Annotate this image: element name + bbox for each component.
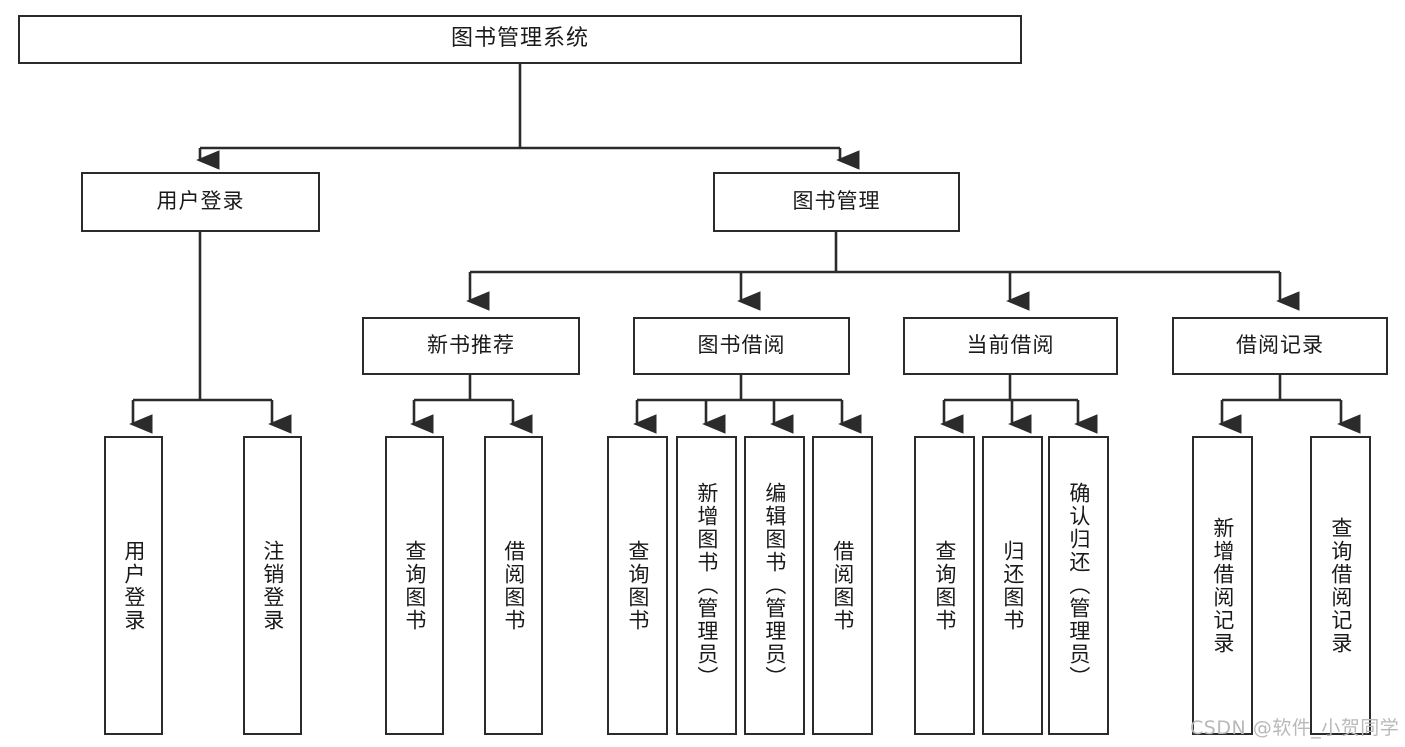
- node-user-login-label: 用户登录: [156, 189, 245, 214]
- node-book-management[interactable]: 图书管理: [713, 172, 960, 232]
- leaf-current-query-book[interactable]: 查询图书: [914, 436, 975, 735]
- leaf-label: 查询图书: [625, 539, 650, 632]
- leaf-label: 注销登录: [260, 539, 285, 632]
- leaf-label: 查询图书: [932, 539, 957, 632]
- leaf-record-add-record[interactable]: 新增借阅记录: [1192, 436, 1253, 735]
- leaf-label: 借阅图书: [501, 539, 526, 632]
- leaf-borrow-add-book-admin[interactable]: 新增图书（管理员）: [676, 436, 737, 735]
- leaf-label: 编辑图书（管理员）: [762, 482, 787, 689]
- node-book-borrow[interactable]: 图书借阅: [633, 317, 850, 375]
- leaf-label: 查询图书: [402, 539, 427, 632]
- leaf-label: 借阅图书: [830, 539, 855, 632]
- leaf-user-login-login[interactable]: 用户登录: [104, 436, 163, 735]
- leaf-label: 查询借阅记录: [1328, 516, 1353, 655]
- leaf-record-query-record[interactable]: 查询借阅记录: [1310, 436, 1371, 735]
- leaf-current-confirm-return-admin[interactable]: 确认归还（管理员）: [1048, 436, 1109, 735]
- leaf-current-return-book[interactable]: 归还图书: [982, 436, 1043, 735]
- leaf-label: 新增图书（管理员）: [694, 482, 719, 689]
- node-root-label: 图书管理系统: [450, 26, 589, 52]
- leaf-recommend-query-book[interactable]: 查询图书: [385, 436, 444, 735]
- node-new-book-recommend-label: 新书推荐: [427, 333, 515, 358]
- node-user-login[interactable]: 用户登录: [81, 172, 320, 232]
- leaf-label: 用户登录: [121, 539, 146, 632]
- node-book-management-label: 图书管理: [792, 189, 881, 214]
- node-new-book-recommend[interactable]: 新书推荐: [362, 317, 580, 375]
- leaf-label: 归还图书: [1000, 539, 1025, 632]
- leaf-borrow-borrow-book[interactable]: 借阅图书: [812, 436, 873, 735]
- leaf-recommend-borrow-book[interactable]: 借阅图书: [484, 436, 543, 735]
- leaf-label: 新增借阅记录: [1210, 516, 1235, 655]
- leaf-user-login-logout[interactable]: 注销登录: [243, 436, 302, 735]
- node-borrow-record[interactable]: 借阅记录: [1172, 317, 1388, 375]
- node-current-borrow[interactable]: 当前借阅: [903, 317, 1118, 375]
- leaf-label: 确认归还（管理员）: [1066, 482, 1091, 689]
- node-current-borrow-label: 当前借阅: [966, 333, 1055, 358]
- node-root[interactable]: 图书管理系统: [18, 15, 1022, 64]
- node-borrow-record-label: 借阅记录: [1236, 333, 1324, 358]
- leaf-borrow-query-book[interactable]: 查询图书: [607, 436, 668, 735]
- leaf-borrow-edit-book-admin[interactable]: 编辑图书（管理员）: [744, 436, 805, 735]
- node-book-borrow-label: 图书借阅: [697, 333, 786, 358]
